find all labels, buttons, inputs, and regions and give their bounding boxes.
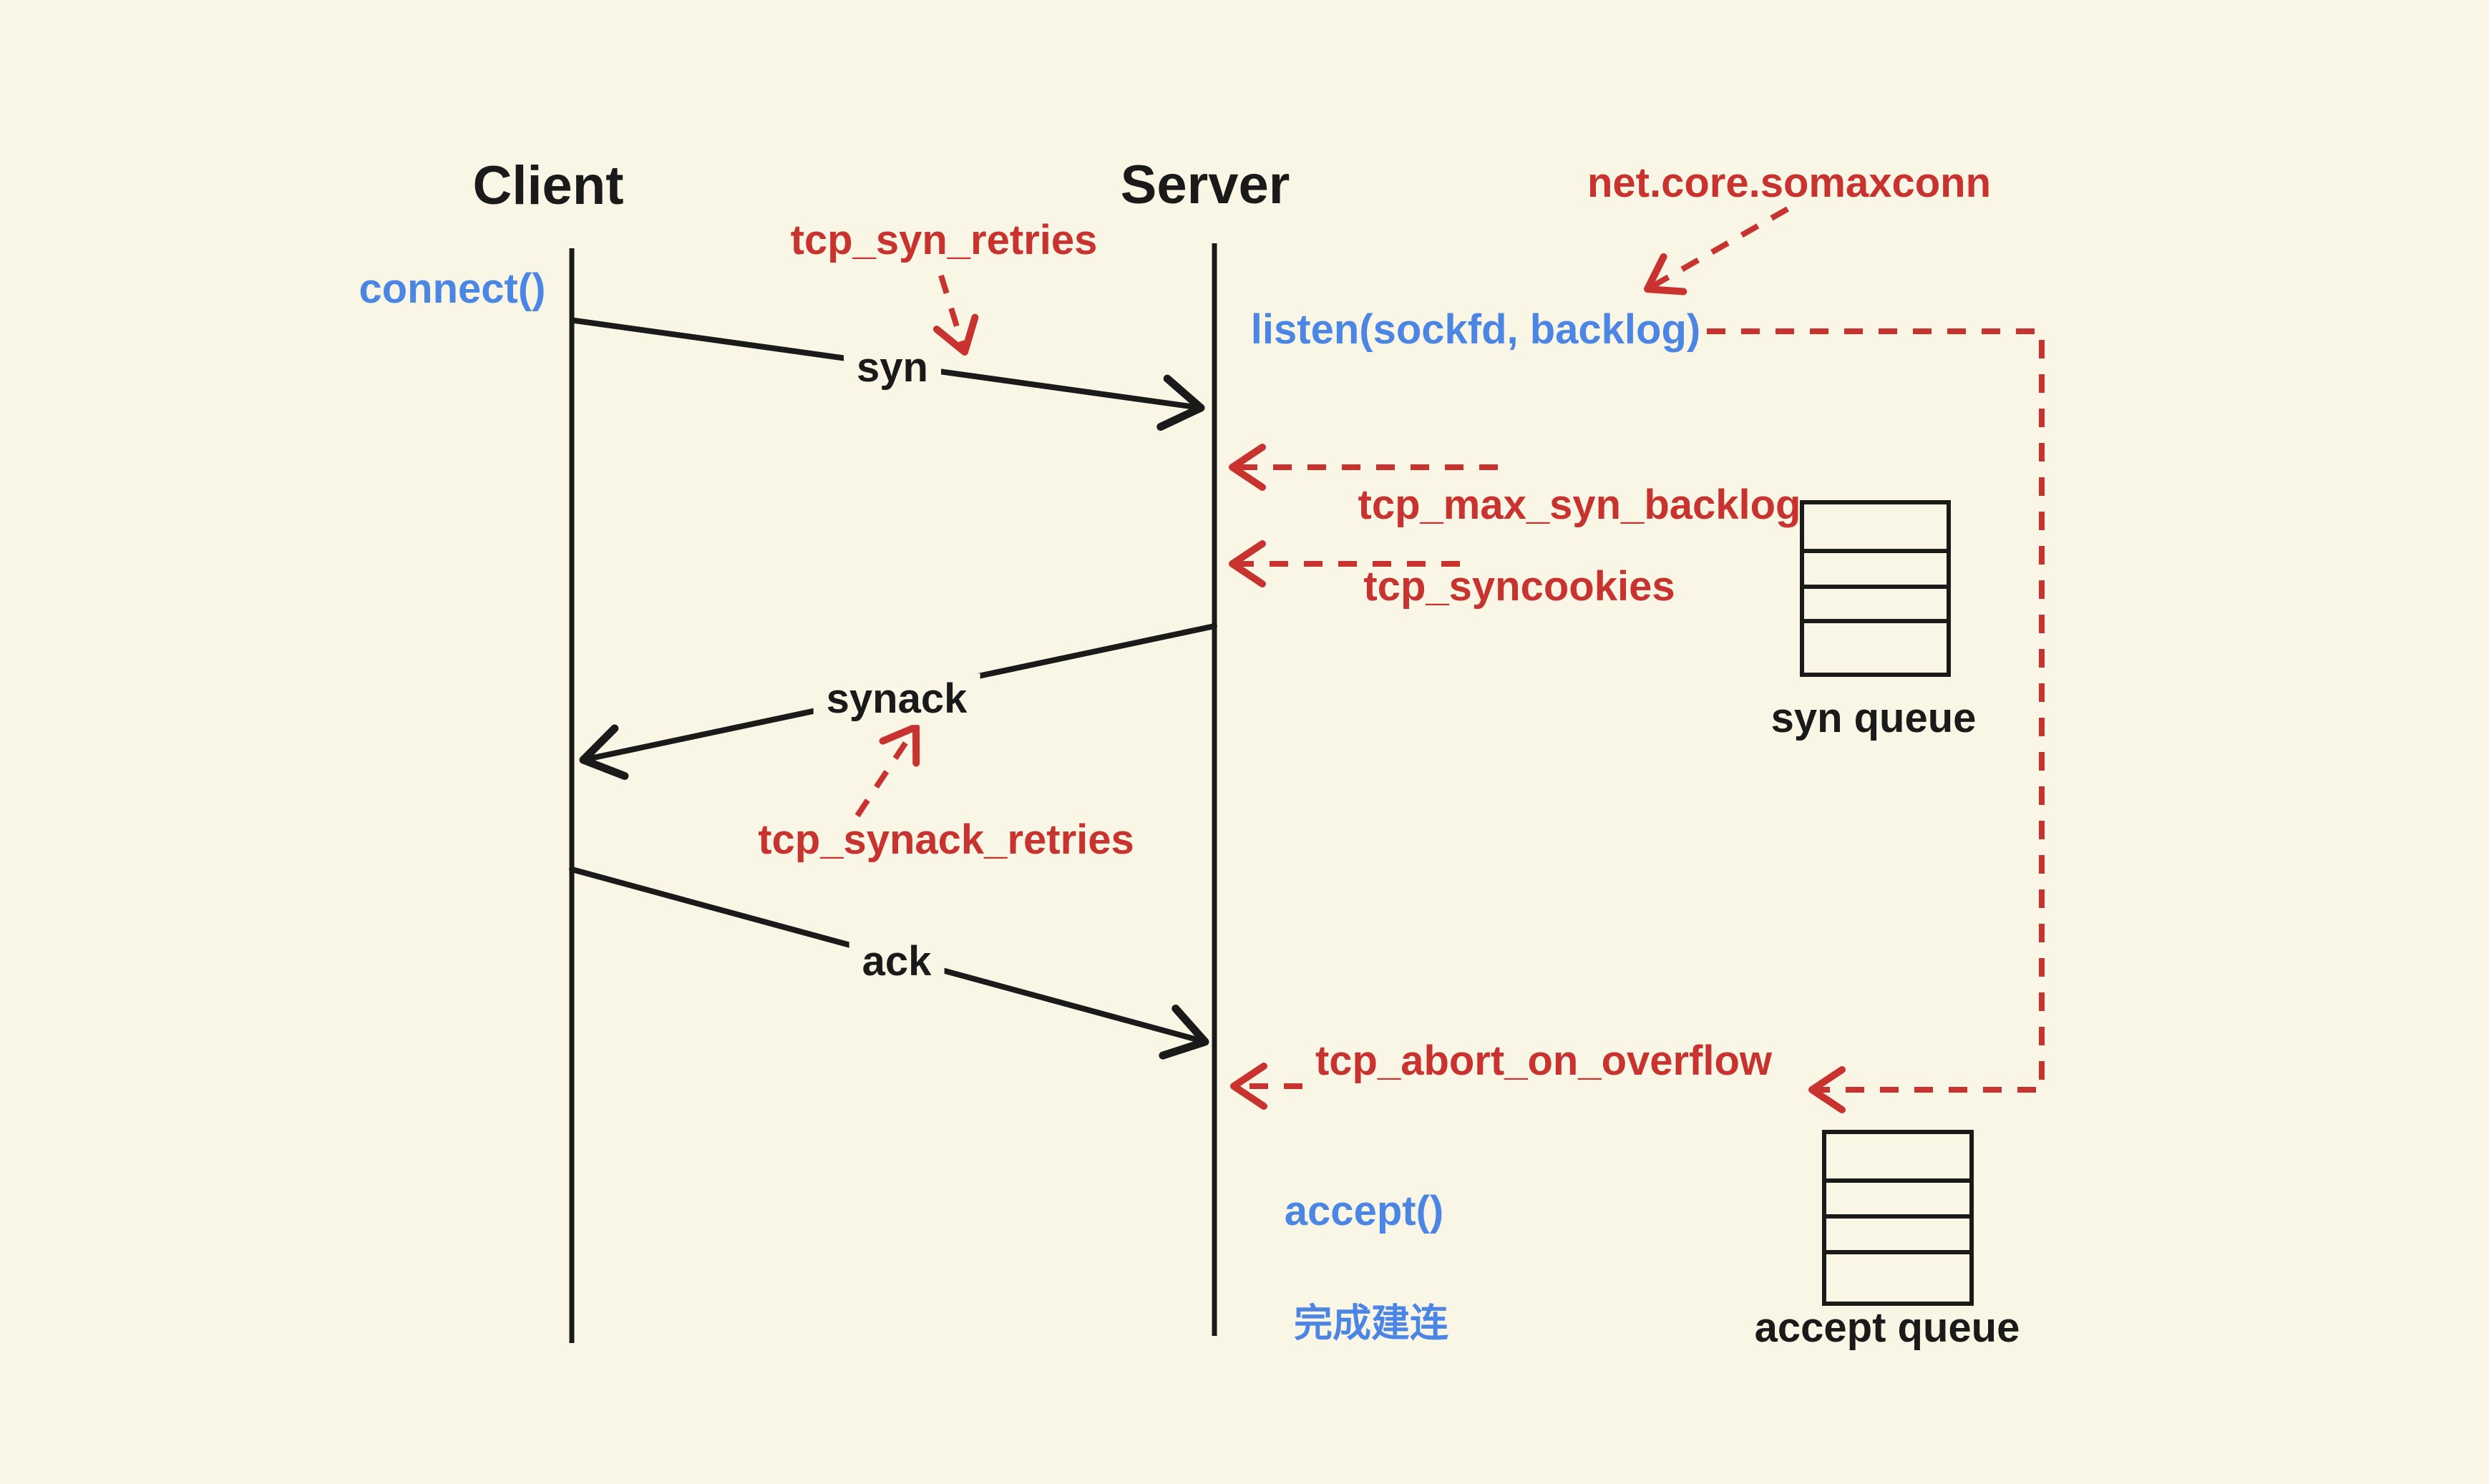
somaxconn-arrow	[1644, 206, 1789, 296]
syn-queue-label: syn queue	[1770, 695, 1977, 742]
established-label: 完成建连	[1294, 1302, 1448, 1345]
ack-label: ack	[849, 936, 945, 987]
listen-label: listen(sockfd, backlog)	[1250, 306, 1701, 353]
tcp-max-syn-backlog-label: tcp_max_syn_backlog	[1358, 482, 1801, 529]
tcp-syn-retries-label: tcp_syn_retries	[790, 217, 1098, 264]
somaxconn-label: net.core.somaxconn	[1587, 160, 1992, 207]
tcp-synack-retries-arrow	[854, 723, 920, 818]
synack-label: synack	[813, 673, 980, 725]
accept-queue-label: accept queue	[1754, 1304, 2020, 1352]
tcp-abort-on-overflow-label: tcp_abort_on_overflow	[1315, 1038, 1773, 1085]
accept-label: accept()	[1284, 1188, 1444, 1235]
tcp-syn-retries-arrow	[932, 274, 979, 356]
tcp-synack-retries-label: tcp_synack_retries	[758, 816, 1134, 864]
connect-label: connect()	[359, 265, 546, 313]
server-title: Server	[1120, 155, 1290, 216]
syn-queue-box	[1800, 500, 1951, 677]
accept-queue-box	[1822, 1130, 1974, 1306]
syn-label: syn	[844, 342, 941, 394]
tcp-syncookies-label: tcp_syncookies	[1363, 563, 1675, 610]
backlog-overflow-path	[1707, 328, 2045, 1113]
client-title: Client	[472, 155, 624, 217]
